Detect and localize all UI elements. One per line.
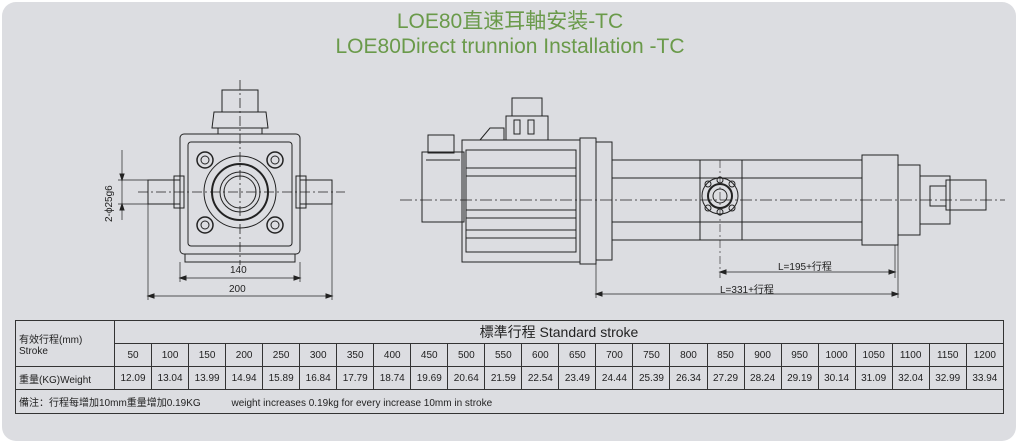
note-english: weight increases 0.19kg for every increa… [231, 398, 493, 409]
stroke-cell: 100 [151, 343, 190, 367]
technical-drawing [118, 80, 1005, 300]
weight-cell: 26.34 [669, 366, 708, 390]
weight-cell: 25.39 [632, 366, 671, 390]
stroke-cell: 850 [706, 343, 745, 367]
width-140-label: 140 [230, 265, 247, 276]
length-195-label: L=195+行程 [778, 262, 832, 273]
stroke-cell: 250 [262, 343, 301, 367]
weight-cell: 14.94 [225, 366, 264, 390]
title-english: LOE80Direct trunnion Installation -TC [335, 35, 685, 58]
weight-cell: 24.44 [595, 366, 634, 390]
weight-cell: 33.94 [965, 366, 1005, 390]
stroke-label-en: Stroke [19, 345, 48, 357]
stroke-cell: 300 [299, 343, 338, 367]
weight-cell: 29.19 [780, 366, 819, 390]
weight-cell: 21.59 [484, 366, 523, 390]
stroke-cell: 1200 [965, 343, 1005, 367]
length-331-label: L=331+行程 [720, 285, 774, 296]
weight-cell: 22.54 [521, 366, 560, 390]
stroke-cell: 150 [188, 343, 227, 367]
weight-cell: 32.99 [928, 366, 967, 390]
width-200-label: 200 [229, 284, 246, 295]
stroke-cell: 950 [780, 343, 819, 367]
standard-stroke-header: 標準行程 Standard stroke [114, 320, 1004, 344]
weight-cell: 19.69 [410, 366, 449, 390]
weight-cell: 31.09 [854, 366, 893, 390]
title-chinese: LOE80直速耳軸安装-TC [396, 10, 624, 33]
weight-cell: 18.74 [373, 366, 412, 390]
weight-cell: 28.24 [743, 366, 782, 390]
weight-cell: 15.89 [262, 366, 301, 390]
stroke-cell: 200 [225, 343, 264, 367]
weight-cell: 23.49 [558, 366, 597, 390]
note-chinese: 備注：行程每增加10mm重量增加0.19KG [19, 398, 201, 409]
stroke-cell: 350 [336, 343, 375, 367]
stroke-cell: 500 [447, 343, 486, 367]
table-header-row: 有效行程(mm) Stroke 標準行程 Standard stroke [15, 320, 1004, 367]
stroke-cell: 50 [113, 343, 153, 367]
stroke-cell: 900 [743, 343, 782, 367]
stroke-cell: 800 [669, 343, 708, 367]
stroke-cell: 400 [373, 343, 412, 367]
weight-cell: 27.29 [706, 366, 745, 390]
stroke-label-cn: 有效行程(mm) [19, 334, 83, 346]
stroke-cell: 1150 [928, 343, 967, 367]
stroke-cell: 1100 [891, 343, 930, 367]
note-row: 備注：行程每增加10mm重量增加0.19KG weight increases … [15, 389, 1004, 414]
weight-cell: 12.09 [113, 366, 153, 390]
weight-cell: 17.79 [336, 366, 375, 390]
stroke-cell: 700 [595, 343, 634, 367]
front-view [118, 80, 345, 300]
weight-cell: 32.04 [891, 366, 930, 390]
pin-diameter-label: 2-ϕ25g6 [104, 185, 115, 222]
weight-cell: 16.84 [299, 366, 338, 390]
stroke-cell: 550 [484, 343, 523, 367]
stroke-cell: 650 [558, 343, 597, 367]
stroke-cell: 1000 [817, 343, 856, 367]
side-view [400, 97, 1005, 298]
stroke-cell: 1050 [854, 343, 893, 367]
weight-label: 重量(KG)Weight [15, 366, 115, 390]
weight-cell: 13.04 [151, 366, 190, 390]
stroke-label-cell: 有效行程(mm) Stroke [15, 320, 115, 367]
note-cell: 備注：行程每增加10mm重量增加0.19KG weight increases … [15, 389, 1004, 414]
weight-cell: 30.14 [817, 366, 856, 390]
weight-cell: 13.99 [188, 366, 227, 390]
stroke-cell: 750 [632, 343, 671, 367]
stroke-cell: 600 [521, 343, 560, 367]
stroke-cell: 450 [410, 343, 449, 367]
weight-cell: 20.64 [447, 366, 486, 390]
